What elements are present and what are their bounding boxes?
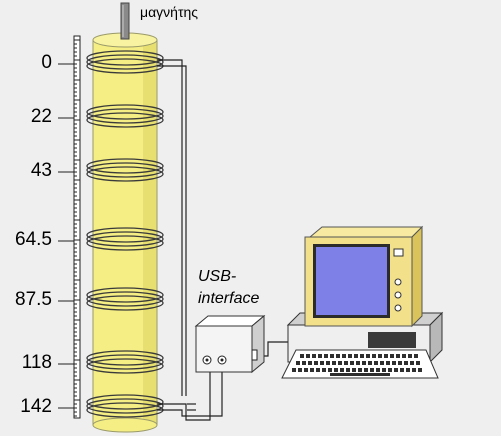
- coil: [86, 287, 164, 311]
- scale-mark-label: 22: [30, 106, 52, 127]
- usb-interface-label: USB- interface: [198, 266, 259, 310]
- scale-mark-label: 118: [21, 352, 52, 373]
- magnet-label: μαγνήτης: [140, 4, 199, 20]
- computer: [281, 225, 444, 379]
- scale-mark-label: 43: [30, 160, 52, 181]
- usb-interface-box: [194, 314, 266, 374]
- scale-mark-label: 142: [20, 396, 52, 417]
- usb-label-line1: USB-: [198, 268, 237, 285]
- scale-mark-label: 64.5: [15, 229, 52, 250]
- coil: [86, 394, 164, 418]
- scale-ruler: [58, 35, 81, 419]
- scale-mark-label: 87.5: [15, 289, 52, 310]
- coil: [86, 227, 164, 251]
- coil: [86, 350, 164, 374]
- coil: [86, 158, 164, 182]
- coils: [86, 50, 164, 418]
- scale-mark-label: 0: [41, 52, 52, 73]
- coil: [86, 104, 164, 128]
- usb-label-line2: interface: [198, 290, 260, 307]
- magnet: [120, 2, 130, 40]
- wires: [157, 59, 290, 421]
